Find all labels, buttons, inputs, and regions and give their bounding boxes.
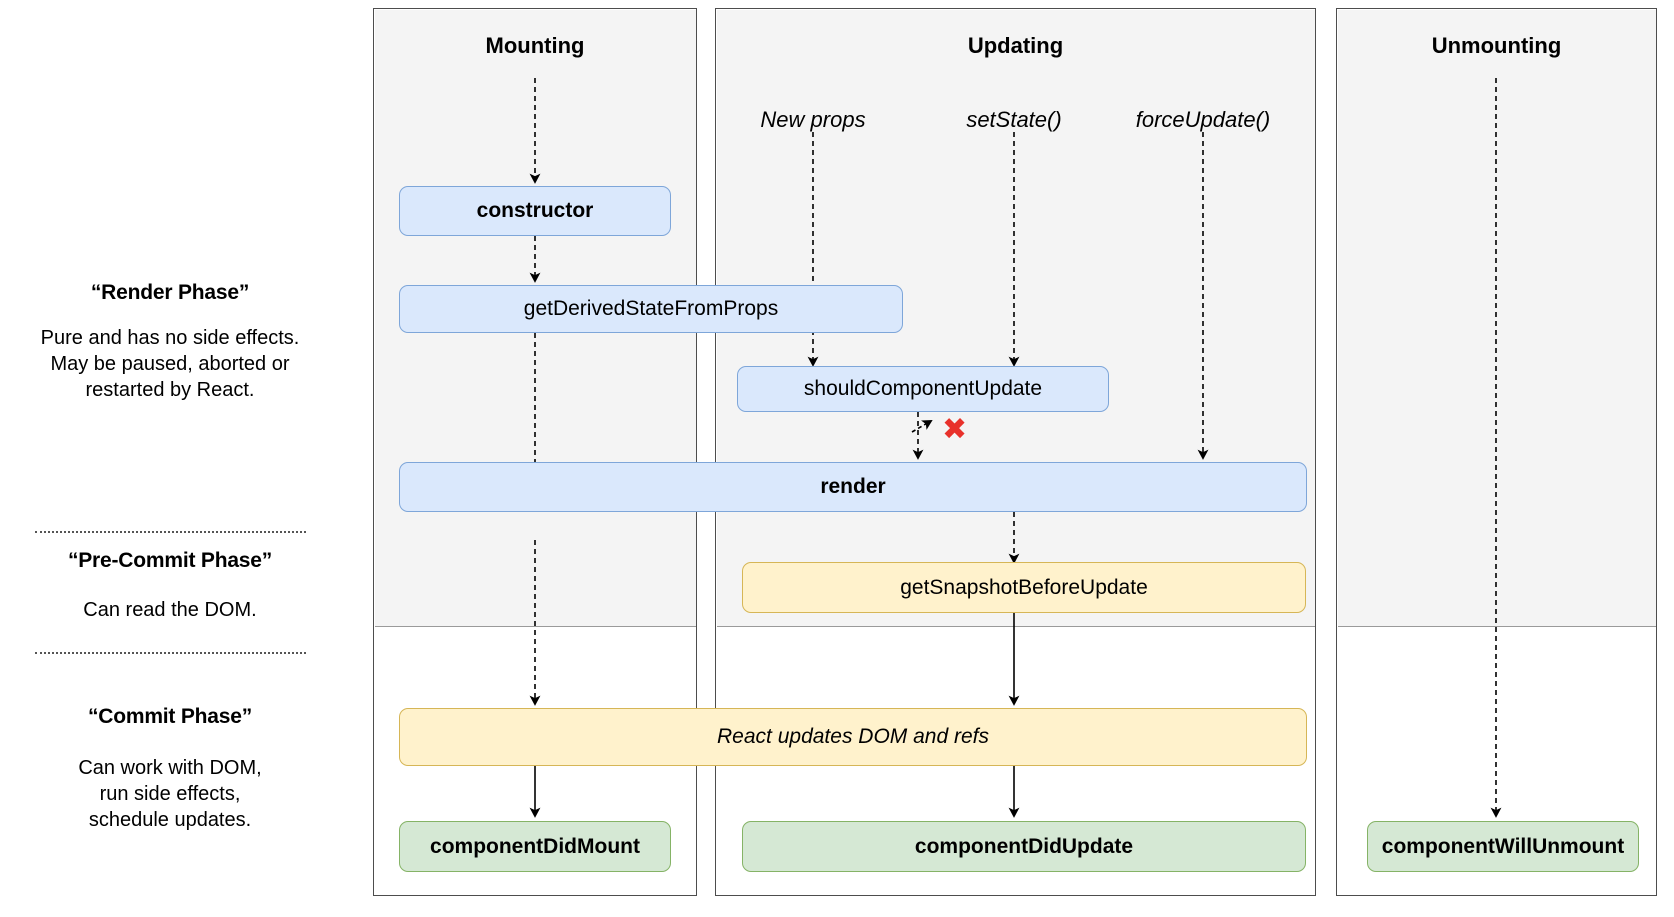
legend-body-commit-phase: Can work with DOM, run side effects, sch… xyxy=(78,757,262,831)
node-component-did-mount[interactable]: componentDidMount xyxy=(399,821,671,872)
legend-title-render-phase: “Render Phase” xyxy=(90,281,250,304)
skip-render-x-icon: ✖ xyxy=(942,412,968,447)
legend-body-pre-commit-phase: Can read the DOM. xyxy=(83,599,257,621)
node-constructor[interactable]: constructor xyxy=(399,186,671,236)
legend-body-render-phase: Pure and has no side effects. May be pau… xyxy=(40,327,300,401)
node-get-derived-state-from-props[interactable]: getDerivedStateFromProps xyxy=(399,285,903,333)
column-header-unmounting: Unmounting xyxy=(1431,33,1562,58)
trigger-label-new-props: New props xyxy=(760,107,866,132)
column-header-updating: Updating xyxy=(967,33,1064,58)
legend-divider-bottom xyxy=(35,652,306,654)
trigger-label-force-update: forceUpdate() xyxy=(1135,107,1271,132)
trigger-label-set-state: setState() xyxy=(966,107,1062,132)
node-get-snapshot-before-update[interactable]: getSnapshotBeforeUpdate xyxy=(742,562,1306,613)
render-phase-background-unmounting xyxy=(1337,9,1656,627)
node-render[interactable]: render xyxy=(399,462,1307,512)
legend-title-pre-commit-phase: “Pre-Commit Phase” xyxy=(67,549,273,572)
node-react-updates-dom-and-refs[interactable]: React updates DOM and refs xyxy=(399,708,1307,766)
column-header-mounting: Mounting xyxy=(485,33,585,58)
node-component-will-unmount[interactable]: componentWillUnmount xyxy=(1367,821,1639,872)
legend-title-commit-phase: “Commit Phase” xyxy=(87,705,253,728)
node-should-component-update[interactable]: shouldComponentUpdate xyxy=(737,366,1109,412)
node-component-did-update[interactable]: componentDidUpdate xyxy=(742,821,1306,872)
legend-divider-top xyxy=(35,531,306,533)
